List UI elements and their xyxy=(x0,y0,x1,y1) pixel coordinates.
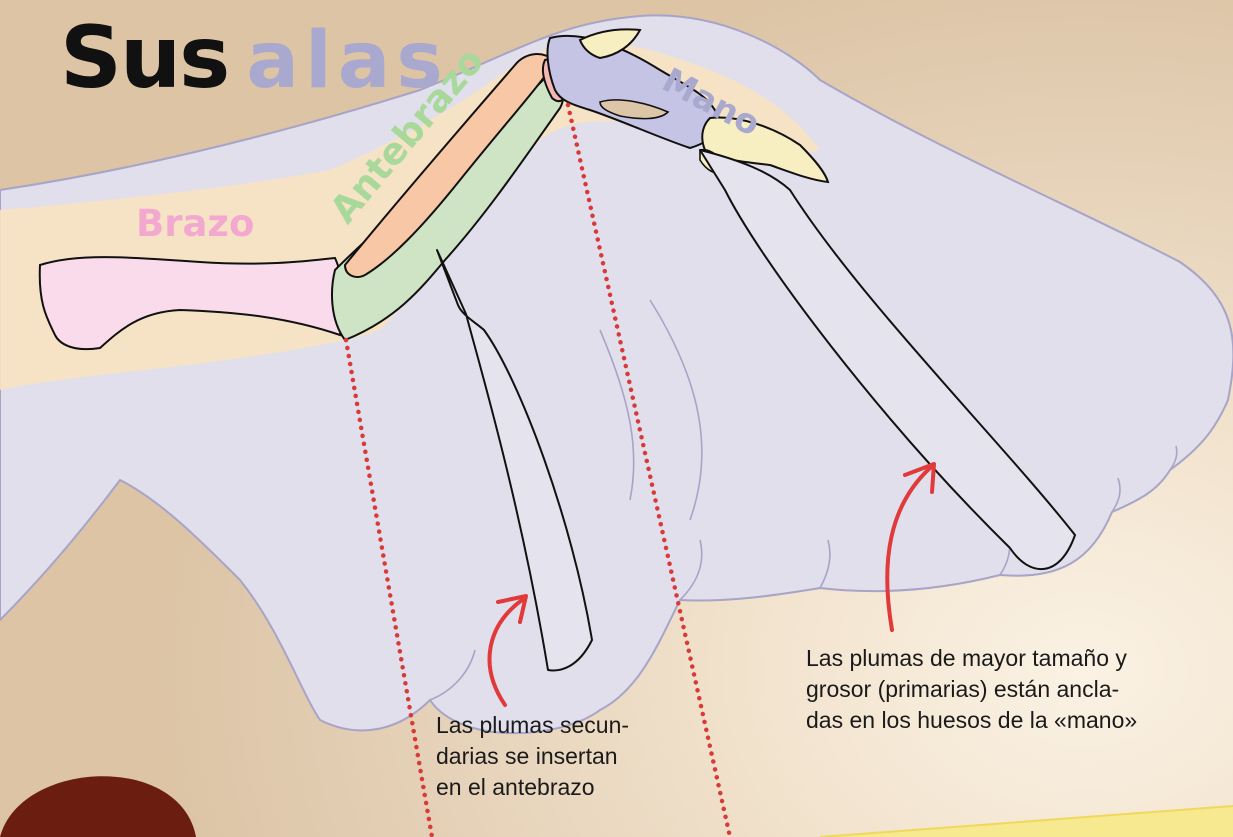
caption-line: das en los huesos de la «mano» xyxy=(806,705,1137,736)
caption-line: Las plumas de mayor tamaño y xyxy=(806,643,1137,674)
caption-line: Las plumas secun- xyxy=(436,710,629,741)
label-brazo: Brazo xyxy=(136,202,254,245)
caption-line: darias se insertan xyxy=(436,741,629,772)
dark-circle-decoration xyxy=(0,776,196,837)
caption-line: grosor (primarias) están ancla- xyxy=(806,674,1137,705)
title-word-sus: Sus xyxy=(60,8,228,108)
caption-primary-feathers: Las plumas de mayor tamaño y grosor (pri… xyxy=(806,643,1137,736)
caption-secondary-feathers: Las plumas secun- darias se insertan en … xyxy=(436,710,629,803)
caption-line: en el antebrazo xyxy=(436,772,629,803)
